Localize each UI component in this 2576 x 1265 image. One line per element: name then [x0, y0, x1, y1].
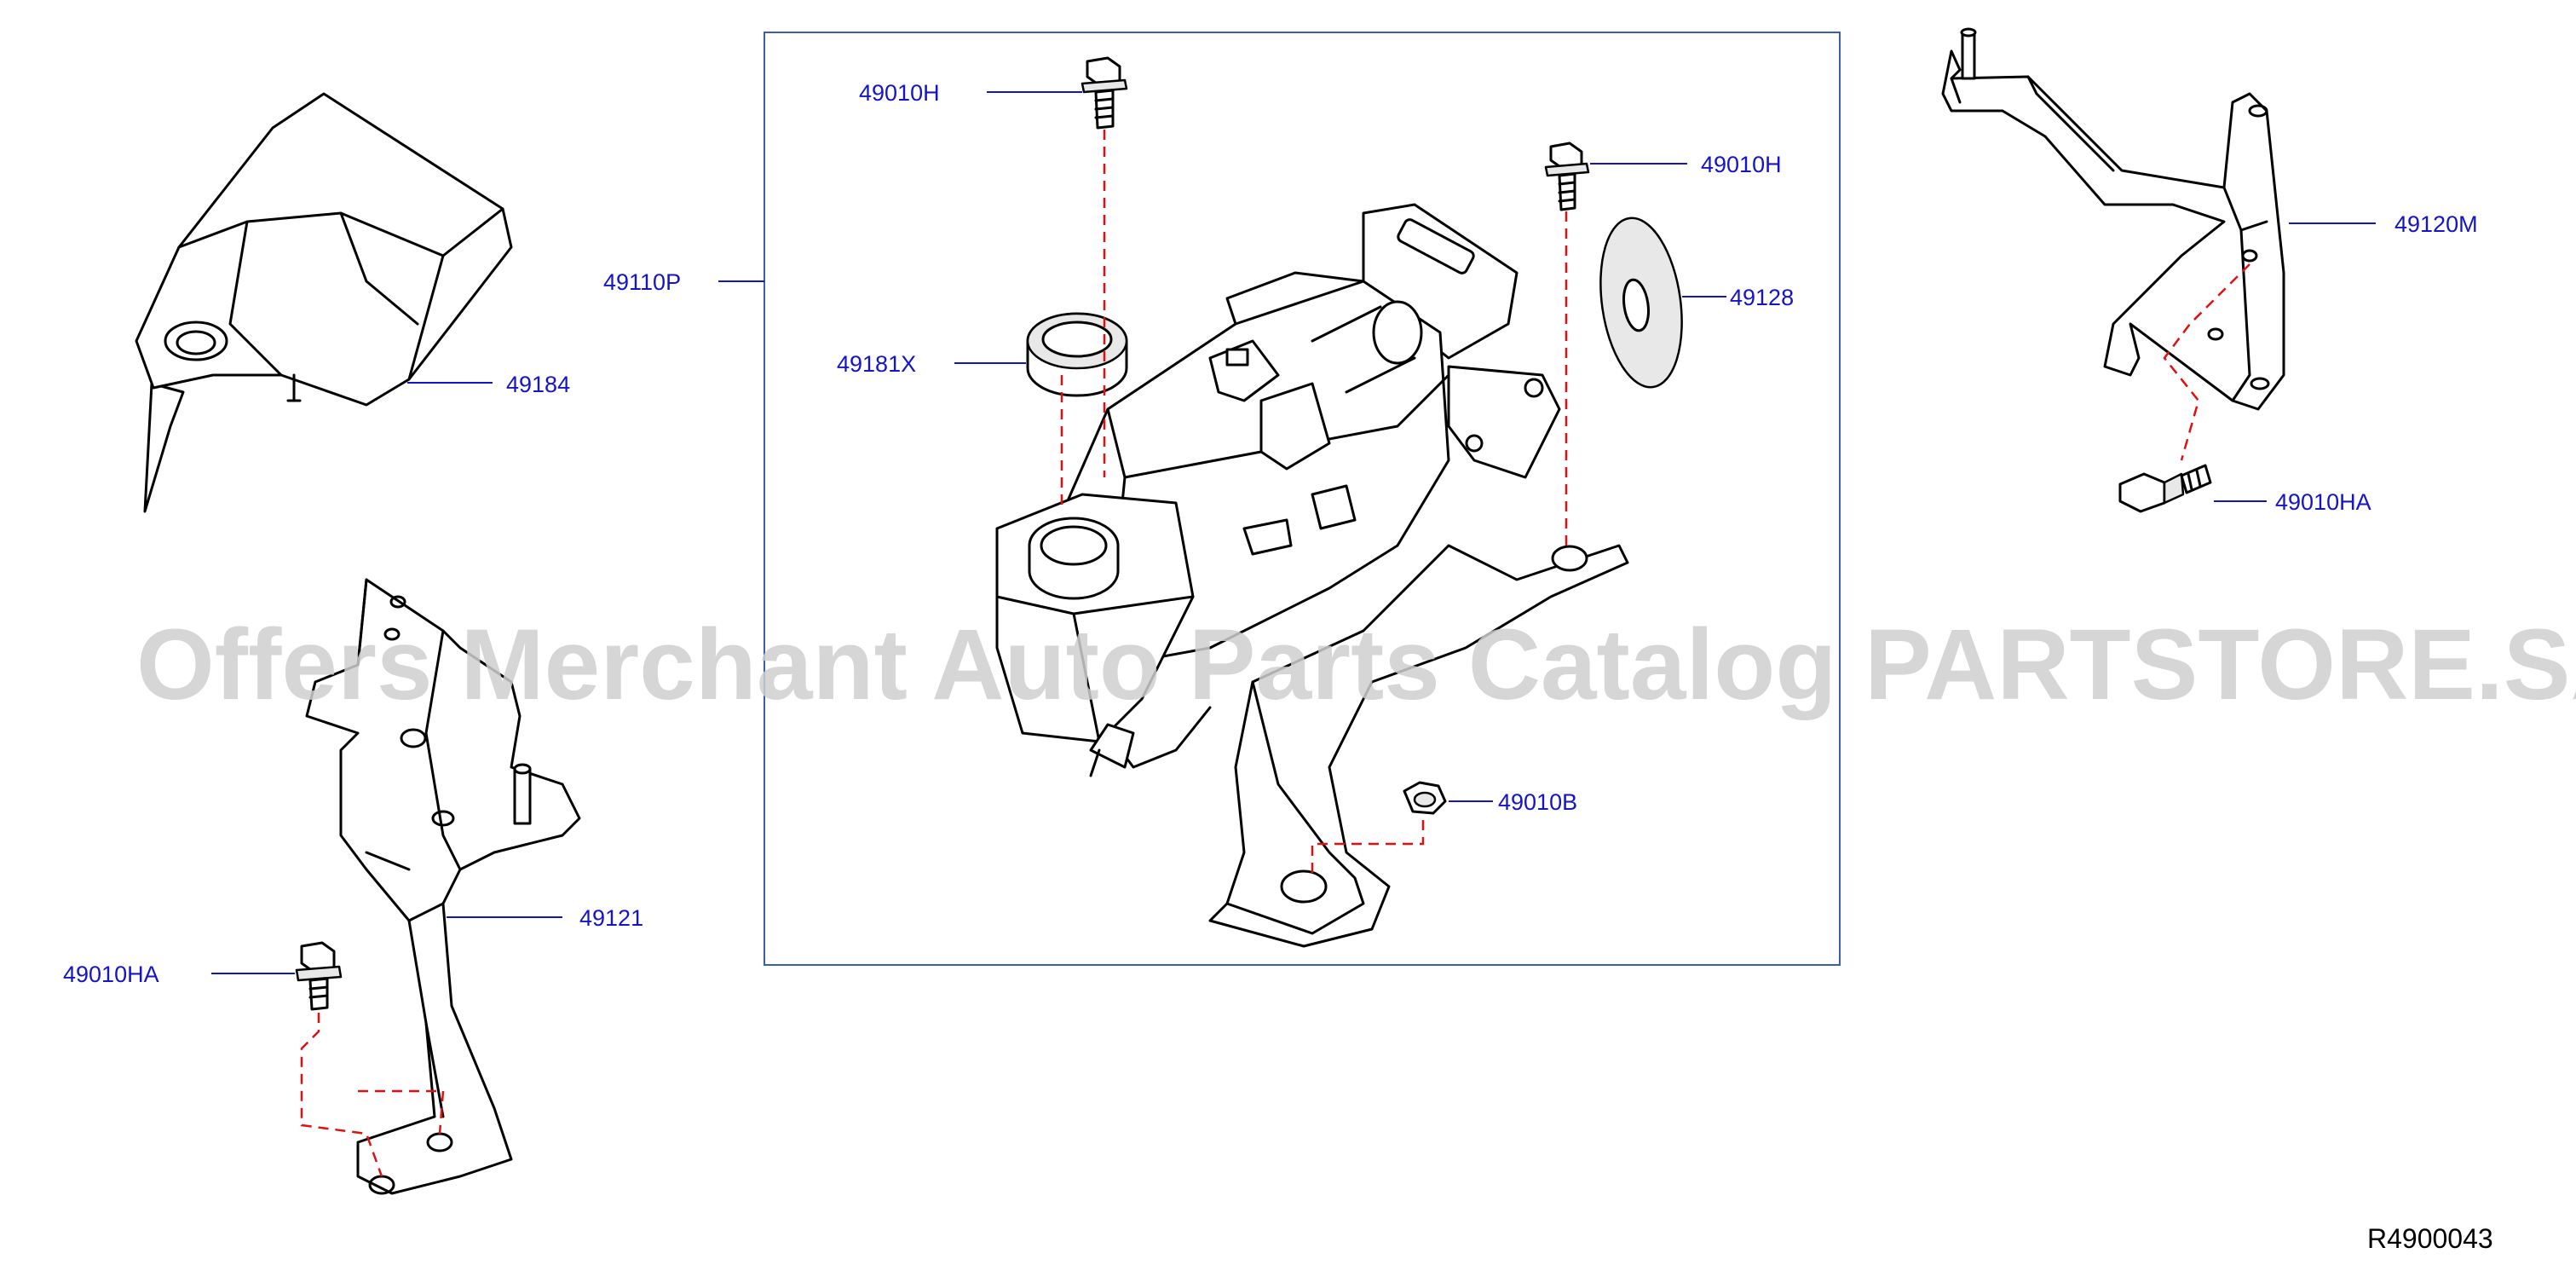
label-49010B: 49010B: [1498, 789, 1577, 815]
assembly-frame: [764, 32, 1841, 966]
label-49181X: 49181X: [837, 351, 916, 377]
diagram-ref-code: R4900043: [2367, 1223, 2493, 1254]
washer-49128: [1599, 217, 1683, 389]
label-49110P: 49110P: [603, 269, 681, 295]
cap-49181X: [1026, 312, 1128, 397]
bracket-49120M: [1941, 27, 2285, 411]
label-49128: 49128: [1730, 285, 1794, 310]
label-49010H-right: 49010H: [1701, 152, 1782, 177]
label-49121: 49121: [579, 905, 643, 931]
actuator-assembly-49110P: [995, 203, 1629, 948]
bolt-49010HA-right: [2118, 464, 2212, 513]
bolt-49010H-left: [1081, 56, 1128, 130]
bolt-49010H-right: [1544, 142, 1590, 211]
label-49184: 49184: [506, 372, 570, 397]
watermark: Offers Merchant Auto Parts Catalog PARTS…: [136, 609, 2576, 721]
nut-49010B: [1403, 781, 1447, 815]
bracket-49121: [305, 578, 581, 1195]
label-49120M: 49120M: [2394, 211, 2478, 237]
leader-lines: [211, 91, 2376, 974]
label-49010HA-right: 49010HA: [2275, 489, 2371, 515]
bolt-49010HA-left: [295, 941, 343, 1011]
assembly-guides: [300, 130, 2250, 1177]
cover-49184: [135, 92, 513, 513]
label-49010H-left: 49010H: [859, 80, 940, 106]
label-49010HA-left: 49010HA: [63, 962, 159, 987]
